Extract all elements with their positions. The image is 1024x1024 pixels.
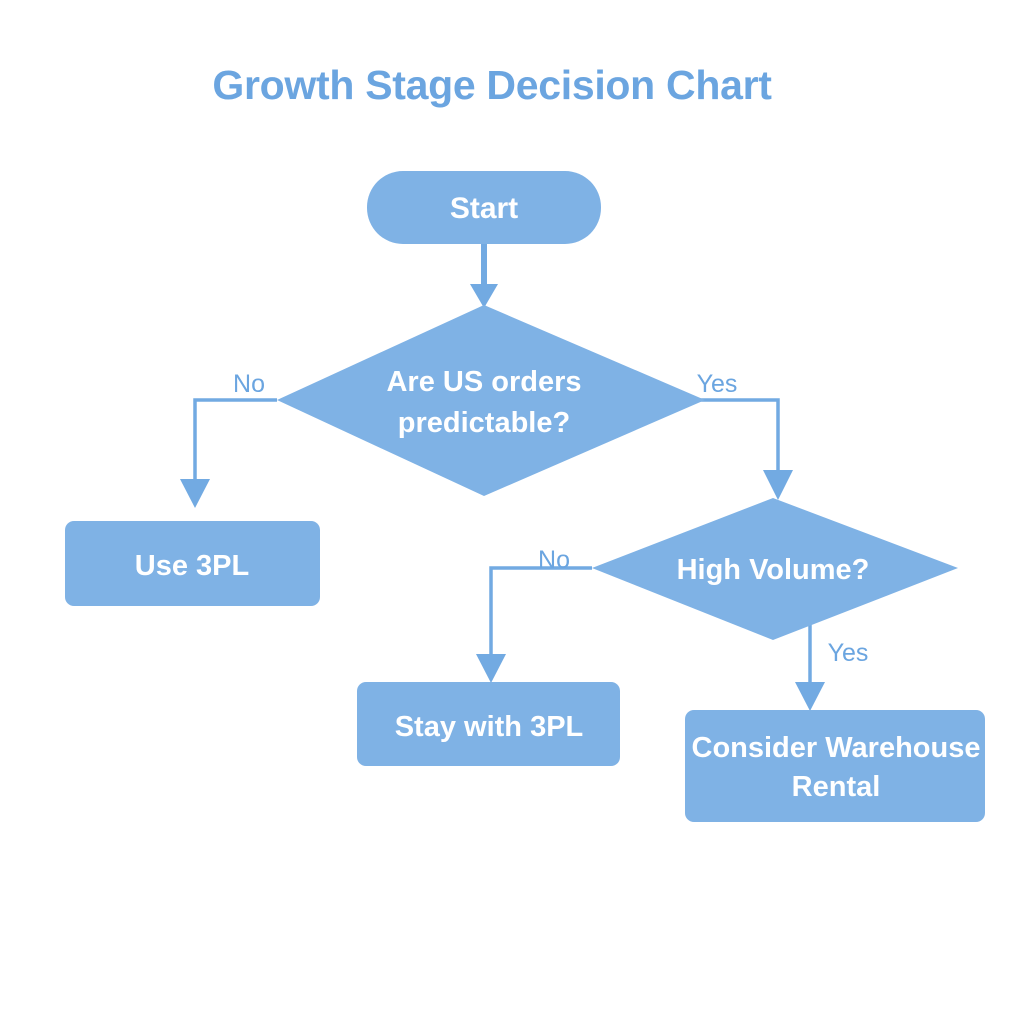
edge-orders-no (180, 398, 277, 508)
node-warehouse-rental-label-line1: Consider Warehouse (692, 732, 981, 764)
edge-label-volume-yes: Yes (828, 639, 869, 667)
node-start-label: Start (450, 192, 518, 225)
edge-orders-no-path (193, 398, 277, 480)
node-warehouse-rental-label-line2: Rental (792, 771, 881, 803)
node-stay-3pl-shape[interactable] (357, 682, 620, 766)
edge-orders-yes-arrowhead (763, 470, 793, 500)
edge-orders-yes (693, 398, 793, 500)
node-start-shape[interactable] (367, 171, 601, 244)
edge-label-volume-no: No (538, 546, 570, 574)
edge-orders-no-arrowhead (180, 479, 210, 508)
node-warehouse-rental[interactable]: Consider Warehouse Rental (685, 710, 985, 822)
edge-start-to-orders (470, 243, 498, 308)
chart-title: Growth Stage Decision Chart (212, 62, 772, 108)
edge-label-orders-no: No (233, 370, 265, 398)
connector-layer (180, 243, 825, 711)
node-warehouse-rental-shape[interactable] (685, 710, 985, 822)
node-decision-volume-label: High Volume? (677, 554, 870, 586)
node-decision-orders-label-line1: Are US orders (386, 366, 581, 398)
edge-orders-yes-path (693, 398, 780, 470)
node-decision-volume-shape[interactable] (592, 498, 958, 640)
node-use-3pl[interactable]: Use 3PL (65, 521, 320, 606)
edge-label-layer: No Yes No Yes (233, 370, 868, 667)
edge-volume-no-path (489, 566, 592, 655)
edge-label-orders-yes: Yes (697, 370, 738, 398)
node-decision-orders[interactable]: Are US orders predictable? (277, 305, 705, 496)
node-stay-3pl[interactable]: Stay with 3PL (357, 682, 620, 766)
edge-volume-yes-arrowhead (795, 682, 825, 711)
node-start[interactable]: Start (367, 171, 601, 244)
node-decision-volume[interactable]: High Volume? (592, 498, 958, 640)
node-decision-orders-label-line2: predictable? (398, 407, 570, 439)
node-decision-orders-shape[interactable] (277, 305, 705, 496)
node-use-3pl-shape[interactable] (65, 521, 320, 606)
edge-volume-no-arrowhead (476, 654, 506, 683)
node-use-3pl-label: Use 3PL (135, 550, 249, 582)
node-stay-3pl-label: Stay with 3PL (395, 711, 584, 743)
edge-start-to-orders-arrowhead (470, 284, 498, 308)
edge-volume-no (476, 566, 592, 683)
edge-volume-yes (795, 620, 825, 711)
